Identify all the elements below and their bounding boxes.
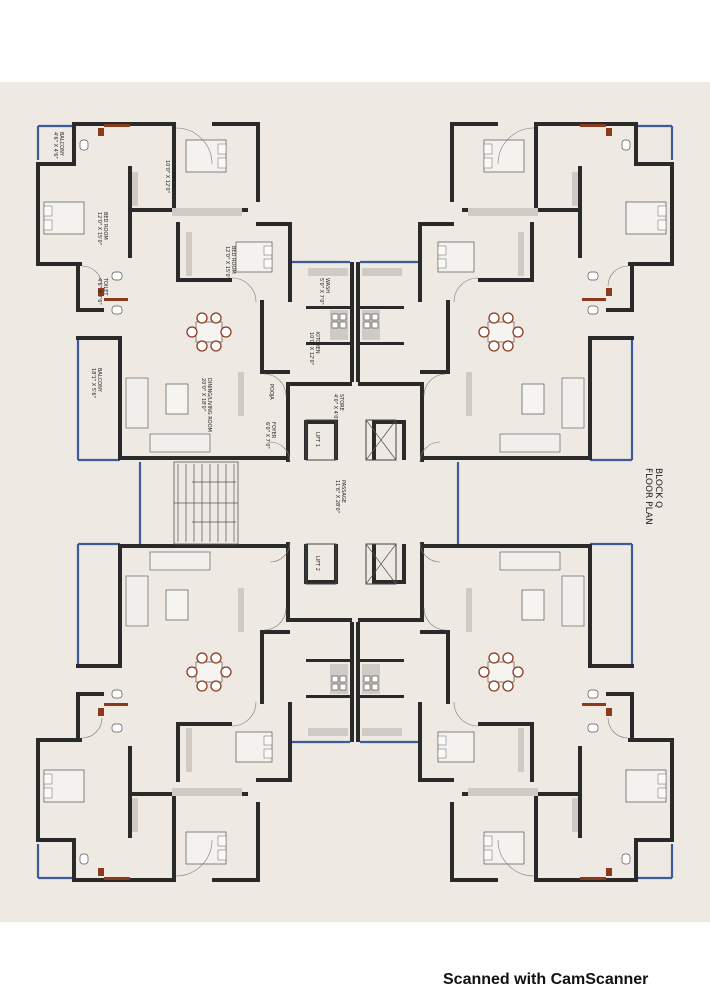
passage-size-label: 11'6" X 28'0" [334,480,340,513]
scanner-watermark: Scanned with CamScanner [443,971,649,988]
store-size: 4'0" X 4'0" [332,394,338,421]
balcony-label: BALCONY [58,132,64,157]
lift-core-bottom [305,543,397,585]
lift-2-label: LIFT 2 [314,556,320,571]
floor-plan-subtitle: FLOOR PLAN [643,468,653,525]
bed-room-c-size: 12'0" X 15'0" [224,246,230,279]
balcony-large-size: 18'1" X 5'6" [90,368,96,398]
block-title: BLOCK Q [653,468,663,508]
kitchen-size: 10'0" X 12'0" [308,332,314,365]
lift-1-label: LIFT 1 [314,432,320,447]
bed-room-a-label: BED ROOM [102,212,108,240]
dining-label: DINING/LIVING ROOM [206,378,212,432]
balcony-large-label: BALCONY [96,368,102,393]
foyer-size: 6'0" X 7'0" [264,422,270,449]
bed-room-c-label: BED ROOM [230,246,236,274]
balcony-size: 4'6" X 4'6" [52,132,58,159]
pooja-label: POOJA [268,384,274,400]
kitchen-label: KITCHEN [314,332,320,354]
lift-core-top [305,419,397,461]
foyer-label: FOYER [270,422,276,439]
plan-sheet: LIFT 1 LIFT 2 PASSAGE 11'6" X 28'0" BED … [0,82,710,922]
wash-size: 5'0" X 7'0" [318,278,324,305]
bed-room-a-size: 12'0" X 15'0" [96,212,102,245]
toilet-label: TOILET [102,277,108,296]
toilet-size: 4'6" X 7'6" [96,278,102,305]
bed-room-b-label: BED ROOM [170,160,176,188]
store-label: STORE [338,394,344,411]
wash-label: WASH [324,278,330,293]
bed-room-b-size: 10'0" X 12'0" [164,160,170,193]
dining-size: 20'0" X 18'0" [200,378,206,411]
floor-plan-drawing: LIFT 1 LIFT 2 PASSAGE 11'6" X 28'0" BED … [34,120,676,884]
staircase [173,461,239,545]
passage-label: PASSAGE [340,480,346,503]
